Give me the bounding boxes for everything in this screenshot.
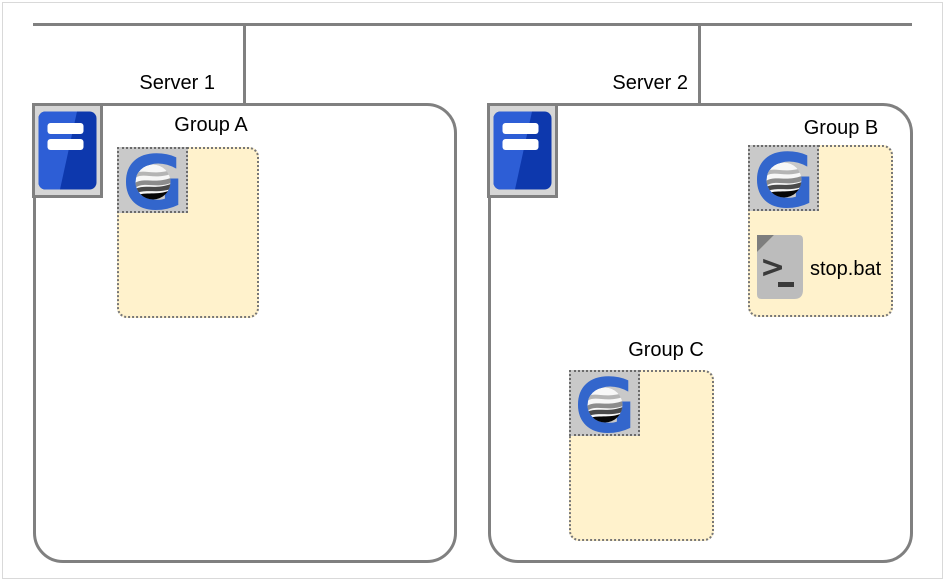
gateway-icon — [117, 147, 188, 213]
group-c-label: Group C — [628, 339, 704, 361]
group-b-label: Group B — [803, 117, 879, 139]
server-icon — [32, 103, 103, 198]
network-backbone-line — [33, 23, 912, 26]
server-icon — [487, 103, 558, 198]
server1-label: Server 1 — [139, 72, 215, 94]
server2-connector-line — [698, 23, 701, 105]
gateway-icon — [748, 145, 819, 211]
diagram-border — [2, 2, 943, 579]
server2-label: Server 2 — [612, 72, 688, 94]
group-a-label: Group A — [174, 114, 248, 136]
gateway-icon — [569, 370, 640, 436]
script-file-icon — [757, 235, 803, 299]
file-name-label: stop.bat — [810, 258, 882, 280]
server1-connector-line — [243, 23, 246, 105]
